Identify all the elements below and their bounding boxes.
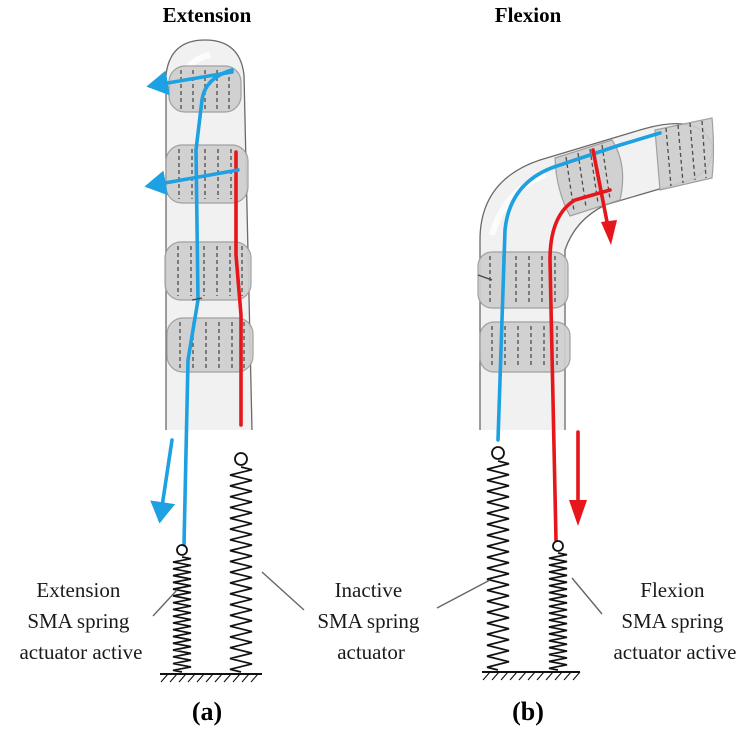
label-leader <box>261 571 305 611</box>
extension-arrow <box>146 70 234 96</box>
label-leader <box>571 577 603 615</box>
flexion-sma-spring-active <box>548 540 568 671</box>
panel-a-caption: (a) <box>192 697 222 726</box>
finger-band <box>554 139 624 217</box>
inactive-label: Inactive SMA spring actuator <box>317 578 424 664</box>
label-leader <box>152 589 178 617</box>
panel-b-caption: (b) <box>512 697 544 726</box>
ground-anchor <box>160 673 262 683</box>
extension-sma-spring-active <box>172 544 192 673</box>
extension-arrow <box>150 438 176 524</box>
inactive-sma-spring <box>229 452 253 673</box>
label-leader <box>436 579 491 609</box>
flexion-arrow <box>591 148 617 245</box>
extension-arrow <box>144 168 240 196</box>
extension-tendon-blue <box>496 131 662 442</box>
finger-band <box>654 117 715 191</box>
panel-b-flexion: Flexion <box>436 3 737 726</box>
flexion-arrow <box>569 430 587 526</box>
flexion-tendon-red <box>234 150 243 427</box>
flexion-active-label: Flexion SMA spring actuator active <box>613 578 736 664</box>
inactive-sma-spring <box>486 446 510 671</box>
finger-band <box>164 241 252 301</box>
flexion-tendon-red <box>548 188 612 542</box>
panel-a-title: Extension <box>163 3 252 27</box>
panel-b-title: Flexion <box>495 3 562 27</box>
ground-anchor <box>482 671 581 681</box>
panel-a-extension: Extension <box>19 3 424 726</box>
extension-active-label: Extension SMA spring actuator active <box>19 578 142 664</box>
finger-band <box>479 321 571 373</box>
